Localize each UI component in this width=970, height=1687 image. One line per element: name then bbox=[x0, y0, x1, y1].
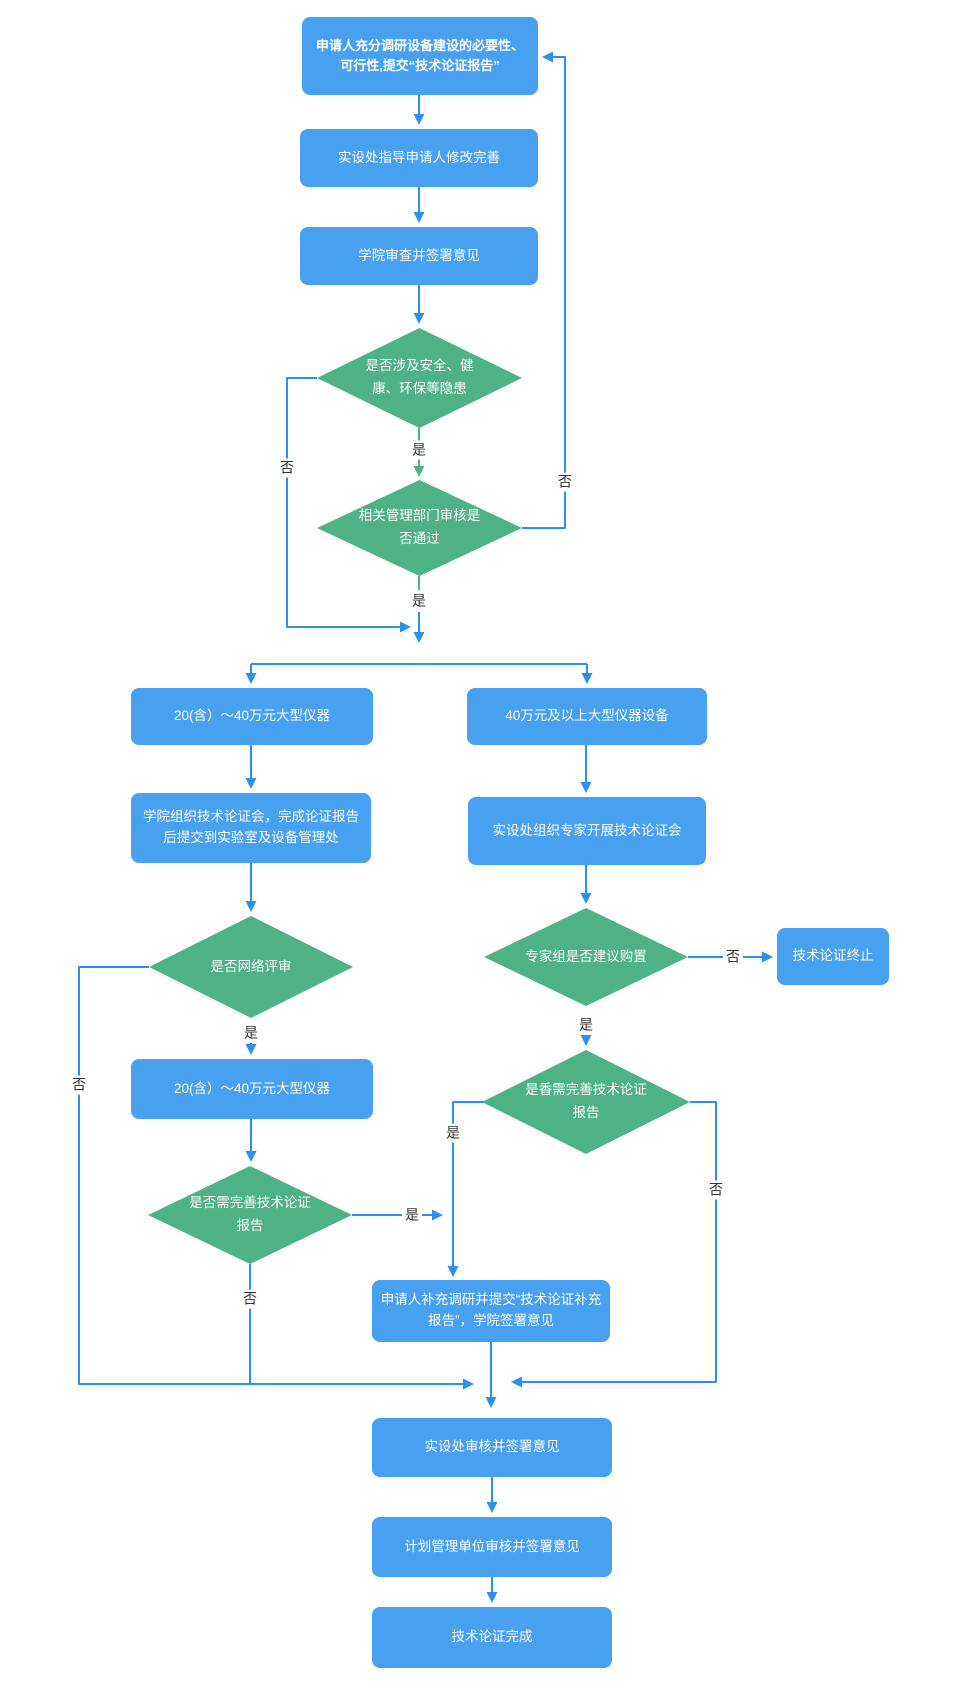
connector-rightimprove-yes-supplement bbox=[447, 1101, 484, 1277]
label-expert-yes: 是 bbox=[576, 1015, 596, 1035]
node-right-tier-label: 40万元及以上大型仪器设备 bbox=[505, 708, 669, 724]
node-guide-label: 实设处指导申请人修改完善 bbox=[338, 149, 500, 165]
node-right-org-expert: 实设处组织专家开展技术论证会 bbox=[468, 797, 706, 865]
label-dept-no: 否 bbox=[555, 472, 575, 492]
label-left-improve-yes: 是 bbox=[402, 1205, 422, 1225]
node-guide: 实设处指导申请人修改完善 bbox=[300, 129, 538, 187]
decision-hazard-check-label: 是否涉及安全、健康、环保等隐患 bbox=[365, 358, 474, 396]
label-hazard-yes: 是 bbox=[409, 440, 429, 460]
node-supplement: 申请人补充调研并提交“技术论证补充报告”，学院签署意见 bbox=[372, 1280, 610, 1342]
label-hazard-no: 否 bbox=[277, 458, 297, 478]
decision-left-need-improve-label: 是否需完善技术论证报告 bbox=[189, 1195, 311, 1233]
node-left-college-org: 学院组织技术论证会，完成论证报告后提交到实验室及设备管理处 bbox=[131, 793, 371, 863]
label-dept-yes: 是 bbox=[409, 591, 429, 611]
node-terminate-label: 技术论证终止 bbox=[792, 948, 874, 964]
node-left-tier-2-label: 20(含）～40万元大型仪器 bbox=[173, 1080, 331, 1096]
decision-expert-suggest-label: 专家组是否建议购置 bbox=[525, 948, 647, 964]
label-network-yes: 是 bbox=[241, 1023, 261, 1043]
node-college-review: 学院审查并签署意见 bbox=[300, 227, 538, 285]
node-right-org-expert-label: 实设处组织专家开展技术论证会 bbox=[492, 822, 682, 838]
node-complete-label: 技术论证完成 bbox=[451, 1629, 533, 1645]
node-complete: 技术论证完成 bbox=[372, 1607, 612, 1668]
node-right-tier: 40万元及以上大型仪器设备 bbox=[467, 688, 707, 745]
decision-dept-review-label: 相关管理部门审核是否通过 bbox=[358, 508, 481, 546]
node-plan-unit-review-label: 计划管理单位审核并签署意见 bbox=[404, 1538, 580, 1554]
node-left-tier-2: 20(含）～40万元大型仪器 bbox=[131, 1059, 373, 1119]
connector-hazard-no-loop bbox=[286, 377, 411, 633]
node-left-tier: 20(含）～40万元大型仪器 bbox=[131, 688, 373, 745]
node-plan-unit-review: 计划管理单位审核并签署意见 bbox=[372, 1517, 612, 1577]
connector-dept-no-loop bbox=[522, 51, 566, 529]
node-college-review-label: 学院审查并签署意见 bbox=[358, 247, 480, 263]
label-expert-no: 否 bbox=[723, 947, 743, 967]
connector-network-no-loop bbox=[78, 966, 474, 1390]
node-final-review-label: 实设处审核并签署意见 bbox=[424, 1439, 560, 1455]
connector-rightimprove-no-loop bbox=[511, 1101, 717, 1388]
node-supplement-label: 申请人补充调研并提交“技术论证补充报告”，学院签署意见 bbox=[380, 1292, 602, 1328]
label-right-improve-no: 否 bbox=[706, 1180, 726, 1200]
decision-right-need-improve-label: 是香需完善技术论证报告 bbox=[525, 1082, 647, 1120]
label-network-no: 否 bbox=[69, 1075, 89, 1095]
node-left-college-org-label: 学院组织技术论证会，完成论证报告后提交到实验室及设备管理处 bbox=[143, 809, 359, 845]
node-terminate: 技术论证终止 bbox=[777, 928, 889, 985]
node-survey: 申请人充分调研设备建设的必要性、可行性,提交“技术论证报告” bbox=[302, 17, 538, 95]
label-left-improve-no: 否 bbox=[240, 1289, 260, 1309]
decision-network-review-label: 是否网络评审 bbox=[210, 958, 292, 974]
label-right-improve-yes: 是 bbox=[443, 1123, 463, 1143]
node-left-tier-label: 20(含）～40万元大型仪器 bbox=[173, 708, 331, 724]
node-survey-label: 申请人充分调研设备建设的必要性、可行性,提交“技术论证报告” bbox=[315, 37, 524, 73]
node-final-review: 实设处审核并签署意见 bbox=[372, 1418, 612, 1477]
